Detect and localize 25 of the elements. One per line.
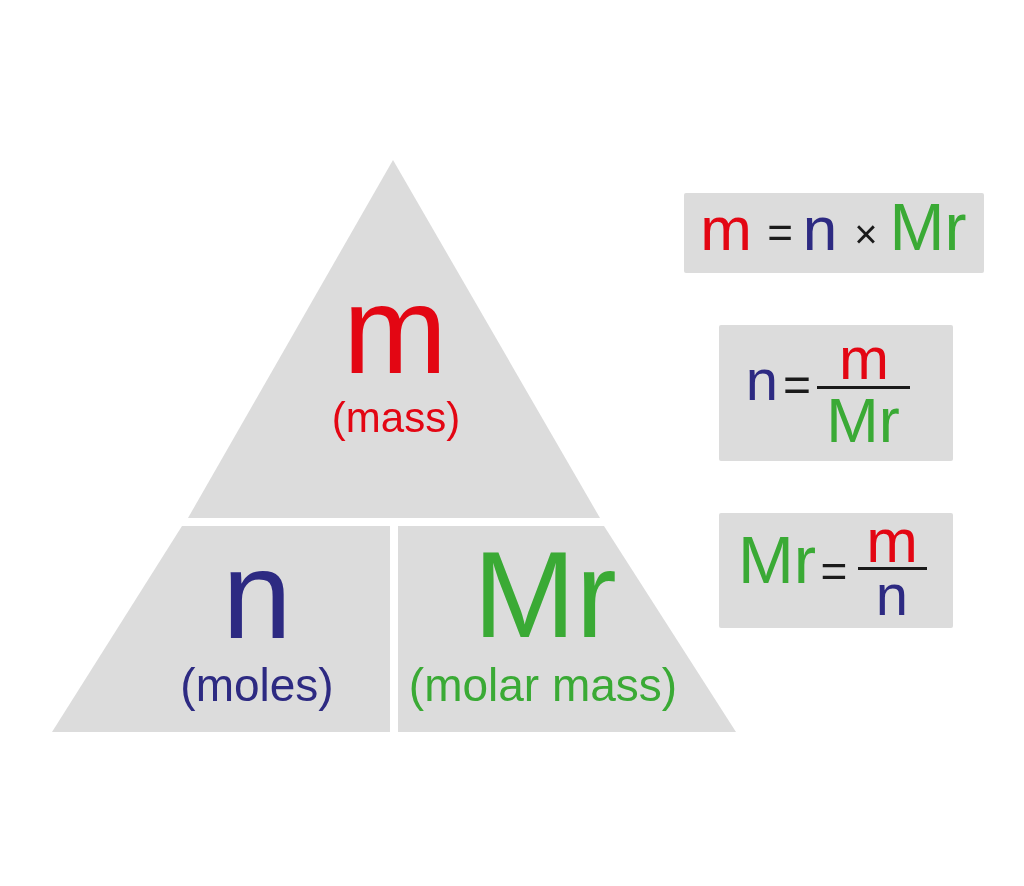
variable-symbol: n [802, 203, 838, 254]
triangle-left-section [52, 526, 390, 732]
triangle-right-section [398, 526, 736, 732]
formula-box [719, 513, 953, 628]
variable-symbol: m [866, 515, 918, 566]
variable-symbol: m [839, 335, 889, 384]
times-sign: × [854, 218, 878, 251]
variable-symbol: n [222, 544, 292, 645]
formula-box [719, 325, 953, 461]
equals-sign: = [820, 552, 848, 590]
equals-sign: = [767, 215, 793, 251]
formula-box [684, 193, 984, 273]
variable-symbol: n [875, 571, 909, 619]
variable-symbol: m [700, 203, 752, 254]
triangle-top-section [188, 160, 600, 518]
variable-symbol: Mr [737, 533, 817, 587]
equals-sign: = [783, 366, 811, 405]
variable-symbol: Mr [826, 394, 900, 446]
variable-symbol: Mr [473, 546, 617, 645]
quantity-name: (mass) [331, 397, 461, 440]
variable-symbol: n [745, 356, 779, 404]
quantity-name: (molar mass) [408, 662, 678, 709]
variable-symbol: m [342, 279, 448, 380]
variable-symbol: Mr [889, 200, 967, 254]
quantity-name: (moles) [180, 662, 334, 709]
